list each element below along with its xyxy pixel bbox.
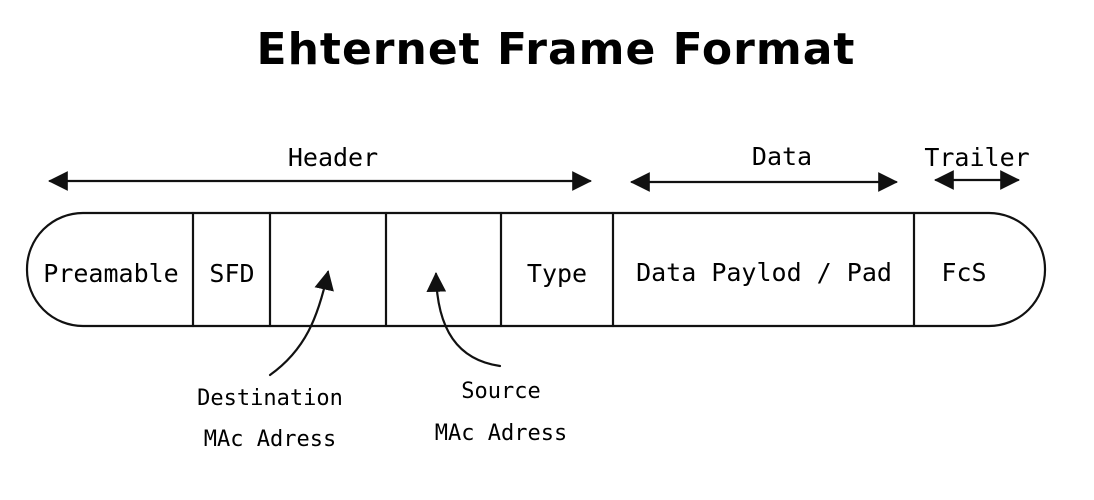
destination-callout-line2: MAc Adress	[204, 427, 336, 452]
destination-callout-line1: Destination	[197, 386, 343, 411]
field-type: Type	[527, 259, 587, 288]
field-payload: Data Paylod / Pad	[636, 258, 892, 287]
destination-callout-arrow	[268, 270, 334, 377]
header-span: Header	[48, 143, 592, 191]
frame-outline	[25, 211, 1047, 328]
field-fcs: FcS	[941, 258, 986, 287]
trailer-span: Trailer	[924, 143, 1030, 190]
trailer-label: Trailer	[924, 143, 1029, 172]
field-dividers	[191, 211, 916, 328]
data-span: Data	[630, 142, 898, 192]
header-label: Header	[288, 143, 378, 172]
source-callout-arrow	[426, 272, 502, 368]
source-callout-line1: Source	[461, 379, 540, 404]
data-label: Data	[752, 142, 812, 171]
source-callout-line2: MAc Adress	[435, 421, 567, 446]
field-sfd: SFD	[209, 259, 254, 288]
field-preamble: Preamable	[43, 259, 178, 288]
diagram-title: Ehternet Frame Format	[257, 24, 856, 75]
